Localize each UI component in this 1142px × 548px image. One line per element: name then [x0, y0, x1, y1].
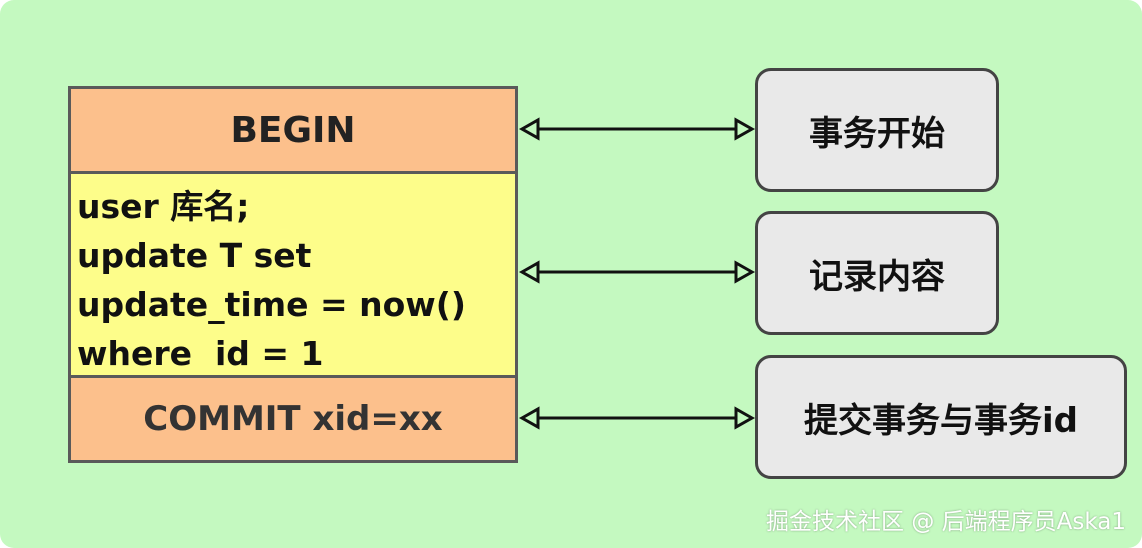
label-commit-transaction: 提交事务与事务id	[755, 355, 1127, 479]
label-commit-transaction-text: 提交事务与事务id	[804, 400, 1078, 441]
label-record-content: 记录内容	[755, 211, 999, 335]
arrow-body-to-content	[518, 260, 756, 284]
arrow-commit-to-commit-label	[518, 406, 756, 430]
sql-line: user 库名;	[77, 187, 250, 226]
sql-line: update_time = now()	[77, 285, 466, 324]
label-record-content-text: 记录内容	[809, 256, 945, 297]
sql-line: where id = 1	[77, 334, 324, 373]
begin-block: BEGIN	[68, 86, 518, 174]
label-transaction-start-text: 事务开始	[809, 113, 945, 154]
begin-label: BEGIN	[230, 109, 356, 151]
arrow-begin-to-start	[518, 117, 756, 141]
commit-label: COMMIT xid=xx	[143, 399, 443, 439]
sql-line: update T set	[77, 236, 312, 275]
watermark: 掘金技术社区 @ 后端程序员Aska1	[766, 509, 1126, 535]
commit-block: COMMIT xid=xx	[68, 375, 518, 463]
label-transaction-start: 事务开始	[755, 68, 999, 192]
